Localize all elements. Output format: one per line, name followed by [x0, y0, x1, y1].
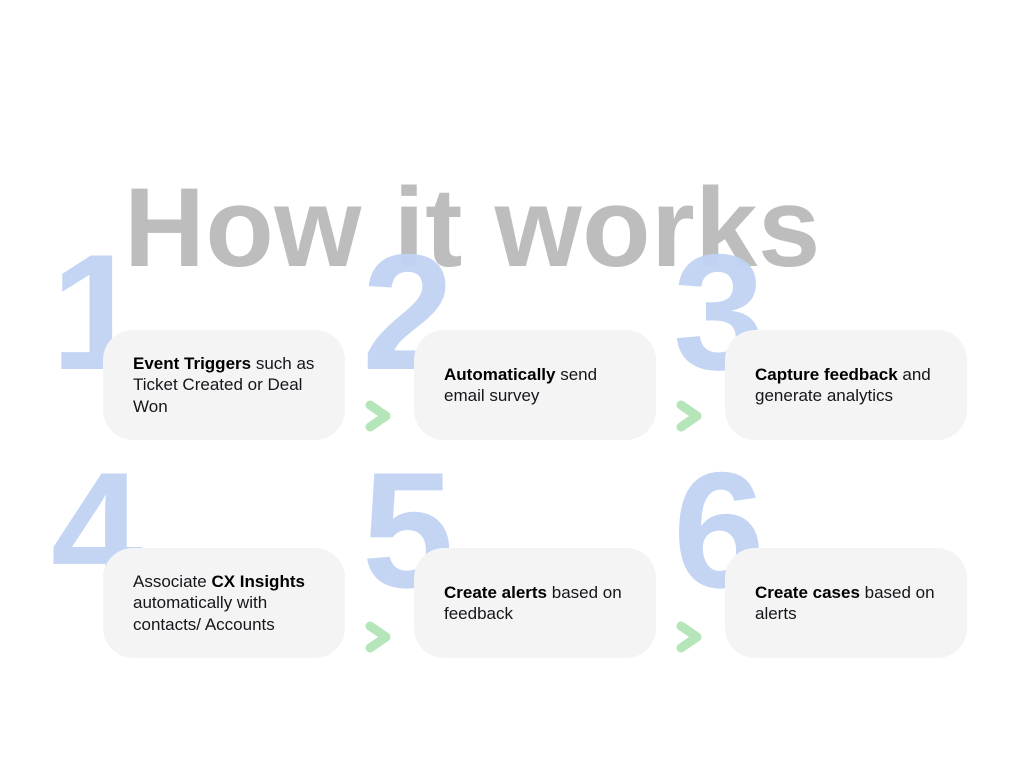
step-5-rest: based on feedback: [444, 582, 622, 624]
chevron-right-icon: [673, 396, 707, 436]
step-4-bold: CX Insights: [211, 571, 305, 591]
step-3-text: Capture feedback and generate analytics: [755, 364, 953, 407]
step-1-card: Event Triggers such as Ticket Created or…: [103, 330, 345, 440]
step-5: 5 Create alerts based on feedback: [351, 448, 661, 686]
step-6-card: Create cases based on alerts: [725, 548, 967, 658]
step-2-bold: Automatically: [444, 364, 556, 384]
page-title: How it works: [124, 165, 821, 291]
step-3: 3 Capture feedback and generate analytic…: [662, 230, 972, 468]
step-6-text: Create cases based on alerts: [755, 582, 953, 625]
chevron-right-icon: [673, 617, 707, 657]
step-1-bold: Event Triggers: [133, 353, 252, 373]
step-5-bold: Create alerts: [444, 582, 548, 602]
step-4: 4 Associate CX Insights automatically wi…: [40, 448, 350, 686]
step-1-text: Event Triggers such as Ticket Created or…: [133, 353, 331, 418]
step-3-card: Capture feedback and generate analytics: [725, 330, 967, 440]
step-2: 2 Automatically send email survey: [351, 230, 661, 468]
step-6-bold: Create cases: [755, 582, 860, 602]
step-6: 6 Create cases based on alerts: [662, 448, 972, 686]
step-3-rest: and generate analytics: [755, 364, 931, 406]
step-3-bold: Capture feedback: [755, 364, 898, 384]
step-4-lead: Associate: [133, 571, 212, 591]
step-4-card: Associate CX Insights automatically with…: [103, 548, 345, 658]
step-2-text: Automatically send email survey: [444, 364, 642, 407]
chevron-right-icon: [362, 396, 396, 436]
step-2-rest: send email survey: [444, 364, 598, 406]
step-2-card: Automatically send email survey: [414, 330, 656, 440]
step-1: 1 Event Triggers such as Ticket Created …: [40, 230, 350, 468]
step-6-rest: based on alerts: [755, 582, 935, 624]
step-5-card: Create alerts based on feedback: [414, 548, 656, 658]
step-4-text: Associate CX Insights automatically with…: [133, 571, 331, 636]
step-4-rest: automatically with contacts/ Accounts: [133, 593, 275, 634]
step-5-text: Create alerts based on feedback: [444, 582, 642, 625]
chevron-right-icon: [362, 617, 396, 657]
step-1-rest: such as Ticket Created or Deal Won: [133, 353, 315, 416]
